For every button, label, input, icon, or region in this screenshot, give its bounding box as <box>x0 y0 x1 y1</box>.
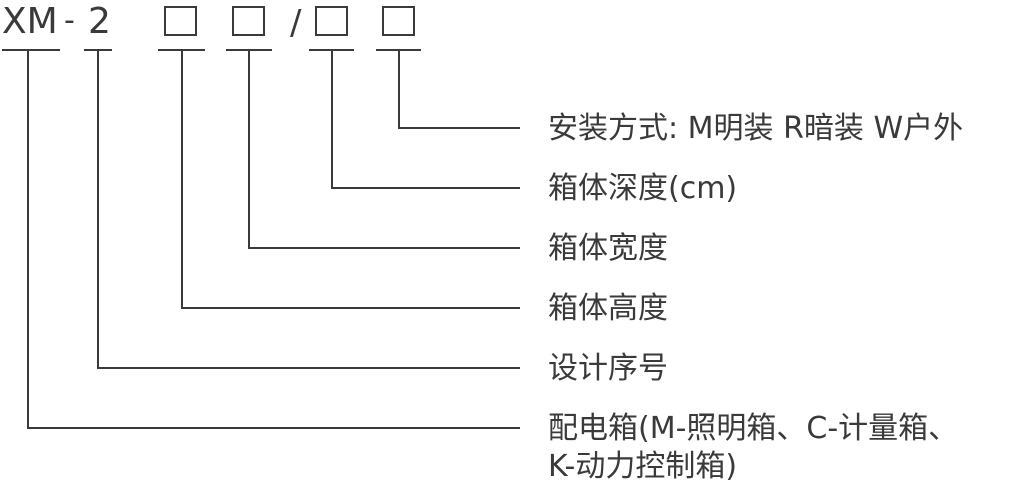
code-series: 2 <box>88 1 111 42</box>
leader-design-no <box>97 50 520 369</box>
label-design-no: 设计序号 <box>548 351 668 386</box>
placeholder-box-depth <box>315 6 348 36</box>
code-prefix: XM <box>2 1 58 42</box>
placeholder-box-width <box>232 6 265 36</box>
label-depth: 箱体深度(cm) <box>548 171 738 206</box>
label-type-line1: 配电箱(M-照明箱、C-计量箱、 <box>548 411 959 446</box>
placeholder-box-mount <box>382 6 415 36</box>
label-height: 箱体高度 <box>548 291 668 326</box>
leader-height <box>181 50 520 309</box>
code-dash: - <box>64 3 75 38</box>
leader-type <box>27 50 520 429</box>
placeholder-box-height <box>164 6 197 36</box>
leader-mount <box>398 50 520 129</box>
leader-width <box>248 50 520 249</box>
label-mount: 安装方式: M明装 R暗装 W户外 <box>548 111 964 146</box>
label-type-line2: K-动力控制箱) <box>548 449 738 484</box>
code-slash: / <box>290 3 302 43</box>
label-width: 箱体宽度 <box>548 231 668 266</box>
leader-depth <box>331 50 520 189</box>
